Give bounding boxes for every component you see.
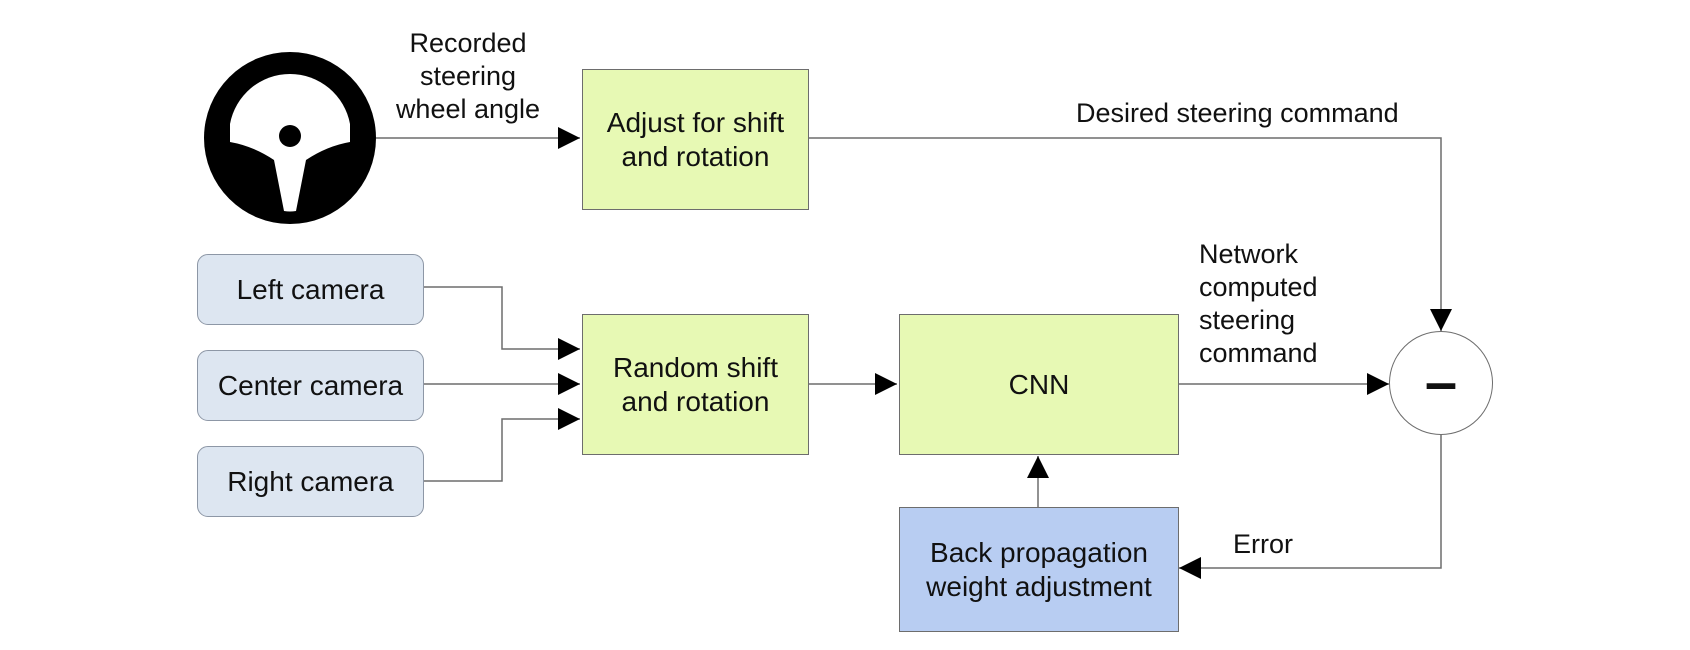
backprop-box: Back propagation weight adjustment (899, 507, 1179, 632)
arrow-left-camera (422, 286, 580, 360)
arrow-error-to-backprop (1179, 435, 1442, 579)
error-label: Error (1233, 529, 1293, 559)
center-camera-box: Center camera (197, 350, 424, 421)
right-camera-box: Right camera (197, 446, 424, 517)
recorded-angle-label: Recorded steering wheel angle (395, 28, 541, 124)
random-shift-rotation-box: Random shift and rotation (582, 314, 809, 455)
minus-sign: – (1424, 350, 1458, 415)
arrow-desired-to-subtract (809, 137, 1452, 331)
subtract-node: – (1389, 331, 1493, 435)
adjust-shift-rotation-box: Adjust for shift and rotation (582, 69, 809, 210)
left-camera-box: Left camera (197, 254, 424, 325)
network-command-label: Network computed steering command (1199, 239, 1318, 368)
steering-wheel-icon (204, 52, 376, 224)
cnn-box: CNN (899, 314, 1179, 455)
desired-command-label: Desired steering command (1076, 98, 1399, 128)
arrow-right-camera (422, 408, 580, 482)
